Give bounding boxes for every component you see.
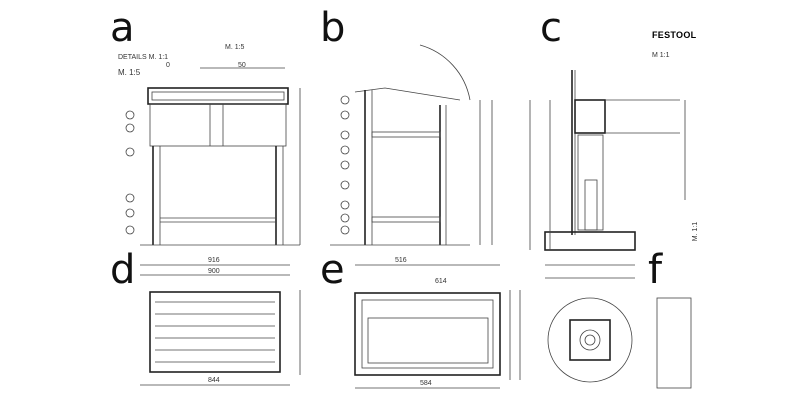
drawing-d-plan <box>140 264 301 386</box>
dim-e-top: 516 <box>395 257 407 264</box>
scale-c: M 1:1 <box>652 52 670 59</box>
dim-d-bottom: 844 <box>208 377 220 384</box>
scale-a: M. 1:5 <box>118 68 141 77</box>
details-scale: DETAILS M. 1:1 <box>118 54 169 61</box>
drawing-f-detail <box>545 264 692 389</box>
scale-c-side: M. 1:1 <box>692 221 700 242</box>
drawing-c-detail <box>529 70 686 251</box>
scale-top: M. 1:5 <box>225 44 245 51</box>
panel-label-b: b <box>320 5 346 51</box>
drawing-b-side-section <box>330 44 493 246</box>
drawing-a-front-elevation <box>125 67 301 246</box>
dim-d-total: 916 <box>208 257 220 264</box>
panel-label-a: a <box>110 5 135 51</box>
dim-d-inner: 900 <box>208 268 220 275</box>
panel-label-d: d <box>110 247 136 293</box>
panel-label-f: f <box>648 247 663 293</box>
drawing-e-plan <box>354 264 521 389</box>
brand-logo: FESTOOL <box>652 30 697 40</box>
scale-bar-start: 0 <box>166 62 170 69</box>
dim-e-total: 614 <box>435 278 447 285</box>
dim-e-bottom: 584 <box>420 380 432 387</box>
panel-label-c: c <box>540 5 562 51</box>
panel-label-e: e <box>320 247 345 293</box>
scale-bar-end: 50 <box>238 62 246 69</box>
